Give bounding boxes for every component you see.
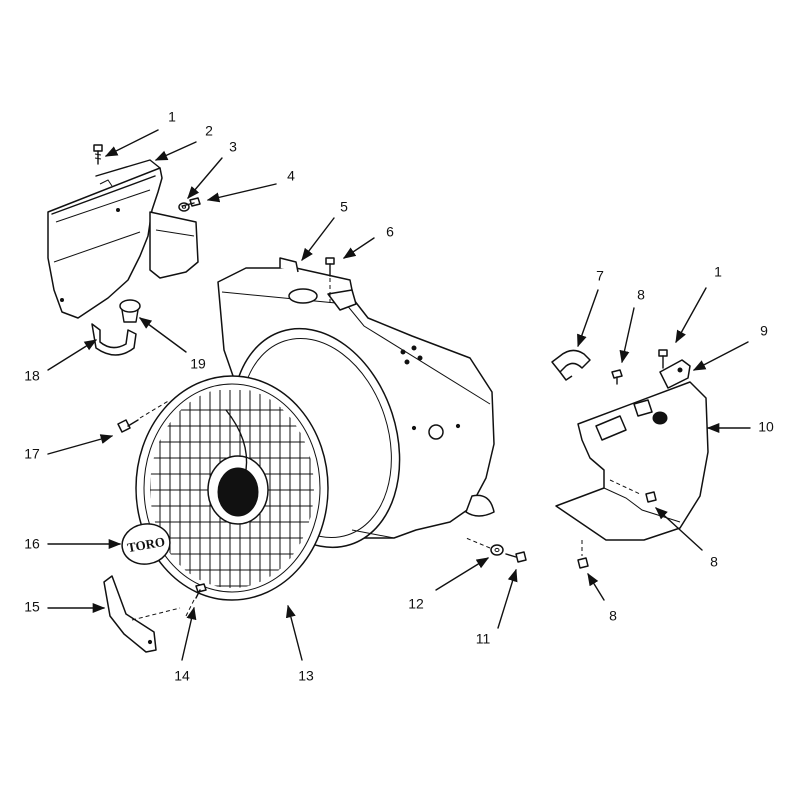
- screw-part: [93, 144, 103, 165]
- upper-shroud-part: [47, 159, 199, 319]
- callout-label: 8: [637, 287, 645, 303]
- side-shield-part: [555, 381, 709, 541]
- callout-label: 13: [298, 668, 314, 684]
- callout-label: 14: [174, 668, 190, 684]
- callout-label: 18: [24, 368, 40, 384]
- callout-labels: 1 2 3 4 5 6 7 8 1 9 10 18 19 17 16 15 14…: [24, 109, 774, 684]
- callout-label: 8: [710, 554, 718, 570]
- washer-part: [490, 544, 504, 556]
- screw-part: [658, 349, 668, 369]
- screw-part: [577, 540, 589, 569]
- screw-part: [181, 197, 201, 207]
- callout-label: 19: [190, 356, 206, 372]
- callout-label: 12: [408, 596, 424, 612]
- callout-label: 1: [714, 264, 722, 280]
- bracket-part: [659, 359, 691, 389]
- callout-label: 4: [287, 168, 295, 184]
- screw-part: [611, 369, 623, 385]
- callout-label: 6: [386, 224, 394, 240]
- callout-label: 2: [205, 123, 213, 139]
- logo-badge-part: TORO: [121, 523, 171, 565]
- callout-label: 11: [476, 631, 491, 647]
- callout-label: 16: [24, 536, 40, 552]
- callout-label: 3: [229, 139, 237, 155]
- callout-label: 10: [758, 419, 774, 435]
- callout-label: 8: [609, 608, 617, 624]
- screw-part: [645, 491, 657, 503]
- grill-screen-part: [135, 375, 329, 601]
- callout-label: 5: [340, 199, 348, 215]
- callout-label: 7: [596, 268, 604, 284]
- screw-part: [325, 257, 335, 304]
- callout-label: 1: [168, 109, 176, 125]
- knob-part: [119, 299, 141, 323]
- leader-lines: [47, 129, 751, 661]
- screw-part: [117, 399, 171, 433]
- callout-label: 17: [24, 446, 40, 462]
- clip-part: [91, 323, 137, 356]
- bracket-part: [103, 575, 181, 653]
- callout-label: 9: [760, 323, 768, 339]
- clamp-part: [551, 349, 591, 381]
- screw-part: [465, 537, 527, 563]
- logo-badge-text: TORO: [126, 534, 166, 555]
- callout-label: 15: [24, 599, 40, 615]
